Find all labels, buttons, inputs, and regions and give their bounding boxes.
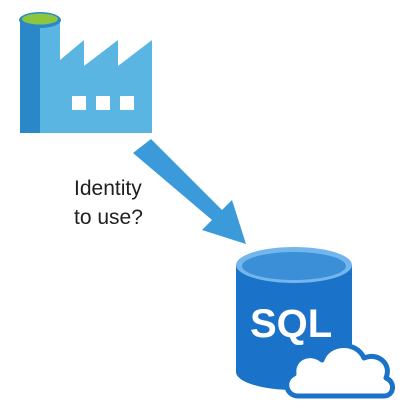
- arrow-shape: [133, 139, 246, 244]
- question-line-2: to use?: [74, 206, 143, 229]
- chimney-top: [22, 13, 58, 25]
- sql-cylinder-top: [242, 252, 346, 280]
- cloud-icon: [284, 343, 395, 399]
- factory-window: [96, 96, 110, 110]
- sql-label: SQL: [250, 302, 332, 346]
- question-label: Identity to use?: [74, 177, 148, 229]
- question-line-1: Identity: [74, 177, 142, 200]
- factory-building: [20, 20, 152, 133]
- arrow-icon: [133, 139, 246, 244]
- factory-chimney-shade: [20, 20, 40, 133]
- factory-window: [72, 96, 86, 110]
- factory-window: [120, 96, 134, 110]
- cloud-shape: [284, 343, 395, 399]
- data-factory-icon: [19, 12, 152, 133]
